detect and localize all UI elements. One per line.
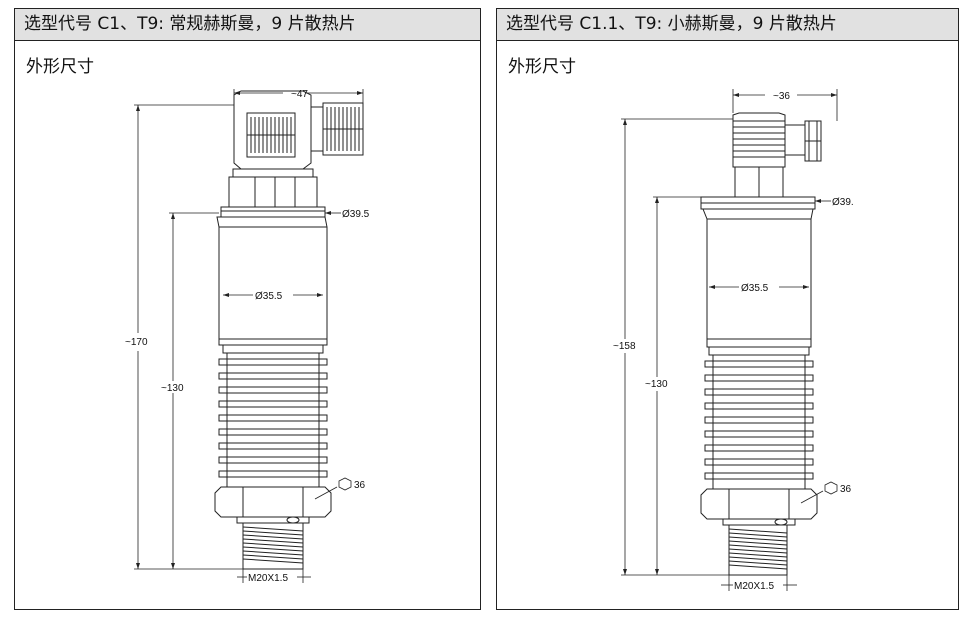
sensor-drawing-standard-hirschmann: ~47 Ø39.5 Ø35.5 ~170 ~130 36 M20X1.5 xyxy=(125,89,370,584)
hex-icon xyxy=(338,477,352,491)
drawing-panel-right: 选型代号 C1.1、T9: 小赫斯曼，9 片散热片 外形尺寸 xyxy=(496,8,959,610)
dim-lower-height: ~130 xyxy=(161,383,184,394)
dim-flange-diameter: Ø39.5 xyxy=(342,209,370,220)
dim-thread-spec: M20X1.5 xyxy=(734,581,774,592)
dim-flange-diameter: Ø39. xyxy=(832,197,854,208)
drawing-panel-left: 选型代号 C1、T9: 常规赫斯曼，9 片散热片 外形尺寸 xyxy=(14,8,481,610)
dim-overall-height: ~158 xyxy=(613,341,636,352)
dim-top-width: ~47 xyxy=(291,89,308,100)
dim-overall-height: ~170 xyxy=(125,337,148,348)
dim-hex-size: 36 xyxy=(354,480,366,491)
dim-top-width: ~36 xyxy=(773,91,790,102)
dim-thread-spec: M20X1.5 xyxy=(248,573,288,584)
dim-body-diameter: Ø35.5 xyxy=(255,291,283,302)
panel-title: 选型代号 C1、T9: 常规赫斯曼，9 片散热片 xyxy=(15,9,480,41)
hex-icon xyxy=(824,481,838,495)
dim-hex-size: 36 xyxy=(840,484,852,495)
panel-title: 选型代号 C1.1、T9: 小赫斯曼，9 片散热片 xyxy=(497,9,958,41)
dim-body-diameter: Ø35.5 xyxy=(741,283,769,294)
panel-subtitle: 外形尺寸 xyxy=(508,57,576,77)
panel-subtitle: 外形尺寸 xyxy=(26,57,94,77)
dim-lower-height: ~130 xyxy=(645,379,668,390)
sensor-drawing-mini-hirschmann: ~36 Ø39. Ø35.5 ~158 ~130 36 M20X1.5 xyxy=(613,89,854,592)
